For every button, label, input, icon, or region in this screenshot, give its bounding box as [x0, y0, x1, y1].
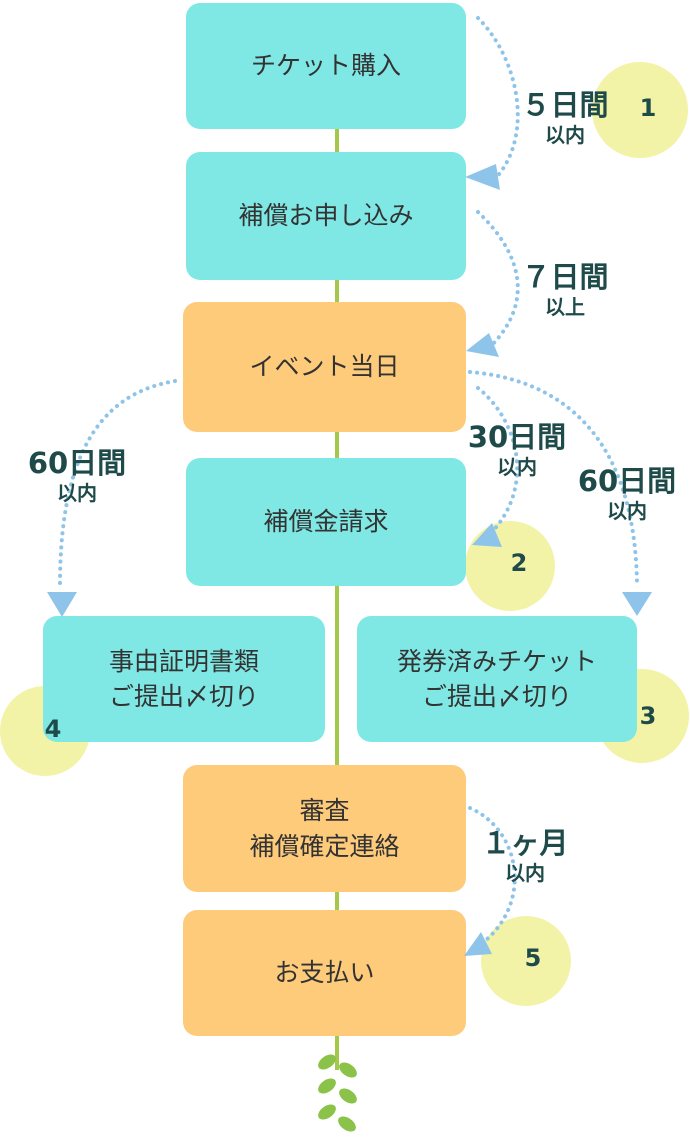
step-tickets-submit-line-1: 発券済みチケット	[396, 646, 597, 676]
step-documents-line-1: 事由証明書類	[108, 646, 259, 676]
step-tickets-submit: 発券済みチケット ご提出〆切り	[357, 616, 637, 742]
arrow-path-review-to-payment	[468, 806, 517, 942]
step-ticket-purchase-line-1: チケット購入	[250, 51, 401, 81]
step-claim-line-1: 補償金請求	[263, 507, 389, 537]
duration-2-qualifier: 以上	[545, 295, 585, 319]
step-documents: 事由証明書類 ご提出〆切り	[43, 616, 325, 742]
arrowhead-apply	[465, 164, 500, 190]
arrow-path-event-to-claim	[476, 386, 520, 534]
marker-number-4: 4	[44, 715, 62, 743]
duration-label-4: 60日間 以内	[12, 446, 142, 506]
marker-number-2: 2	[510, 549, 528, 577]
arrowhead-tickets	[622, 592, 652, 616]
duration-1-qualifier: 以内	[545, 123, 585, 147]
duration-6-value: １ヶ月	[481, 826, 569, 860]
duration-6-qualifier: 以内	[505, 861, 545, 885]
duration-label-5: 60日間 以内	[562, 464, 690, 524]
arrow-path-purchase-to-apply	[476, 16, 520, 184]
step-apply-line-1: 補償お申し込み	[238, 201, 414, 231]
step-claim: 補償金請求	[186, 458, 466, 586]
duration-3-value: 30日間	[467, 420, 567, 454]
arrowhead-documents	[47, 592, 77, 617]
duration-4-qualifier: 以内	[57, 481, 97, 505]
step-apply: 補償お申し込み	[186, 152, 466, 280]
duration-3-qualifier: 以内	[497, 455, 537, 479]
arrowhead-payment	[464, 932, 492, 956]
marker-number-3: 3	[639, 702, 657, 730]
marker-number-5: 5	[524, 944, 542, 972]
step-event-day-line-1: イベント当日	[249, 352, 400, 382]
step-event-day: イベント当日	[183, 302, 466, 432]
arrowhead-claim	[472, 523, 502, 547]
step-ticket-purchase: チケット購入	[186, 3, 466, 129]
arrow-path-apply-to-event	[476, 210, 520, 347]
duration-1-value: ５日間	[521, 88, 609, 122]
step-documents-line-2: ご提出〆切り	[108, 682, 259, 711]
step-review-line-2: 補償確定連絡	[249, 831, 400, 861]
step-review-line-1: 審査	[299, 796, 350, 825]
duration-label-6: １ヶ月 以内	[460, 826, 590, 886]
duration-label-1: ５日間 以内	[500, 88, 630, 148]
step-review: 審査 補償確定連絡	[183, 765, 466, 892]
duration-label-3: 30日間 以内	[452, 420, 582, 480]
duration-2-value: ７日間	[521, 260, 609, 294]
duration-label-2: ７日間 以上	[500, 260, 630, 320]
vine-leaves	[318, 1054, 357, 1132]
step-payment: お支払い	[183, 910, 466, 1036]
marker-circle-1	[592, 62, 688, 158]
step-tickets-submit-line-2: ご提出〆切り	[421, 682, 572, 711]
step-payment-line-1: お支払い	[274, 958, 375, 988]
duration-5-qualifier: 以内	[607, 499, 647, 523]
duration-4-value: 60日間	[27, 446, 127, 480]
arrow-path-event-to-documents	[58, 379, 177, 587]
arrowhead-event	[466, 333, 499, 357]
marker-number-1: 1	[639, 94, 657, 122]
duration-5-value: 60日間	[577, 464, 677, 498]
marker-circle-5	[481, 916, 571, 1006]
